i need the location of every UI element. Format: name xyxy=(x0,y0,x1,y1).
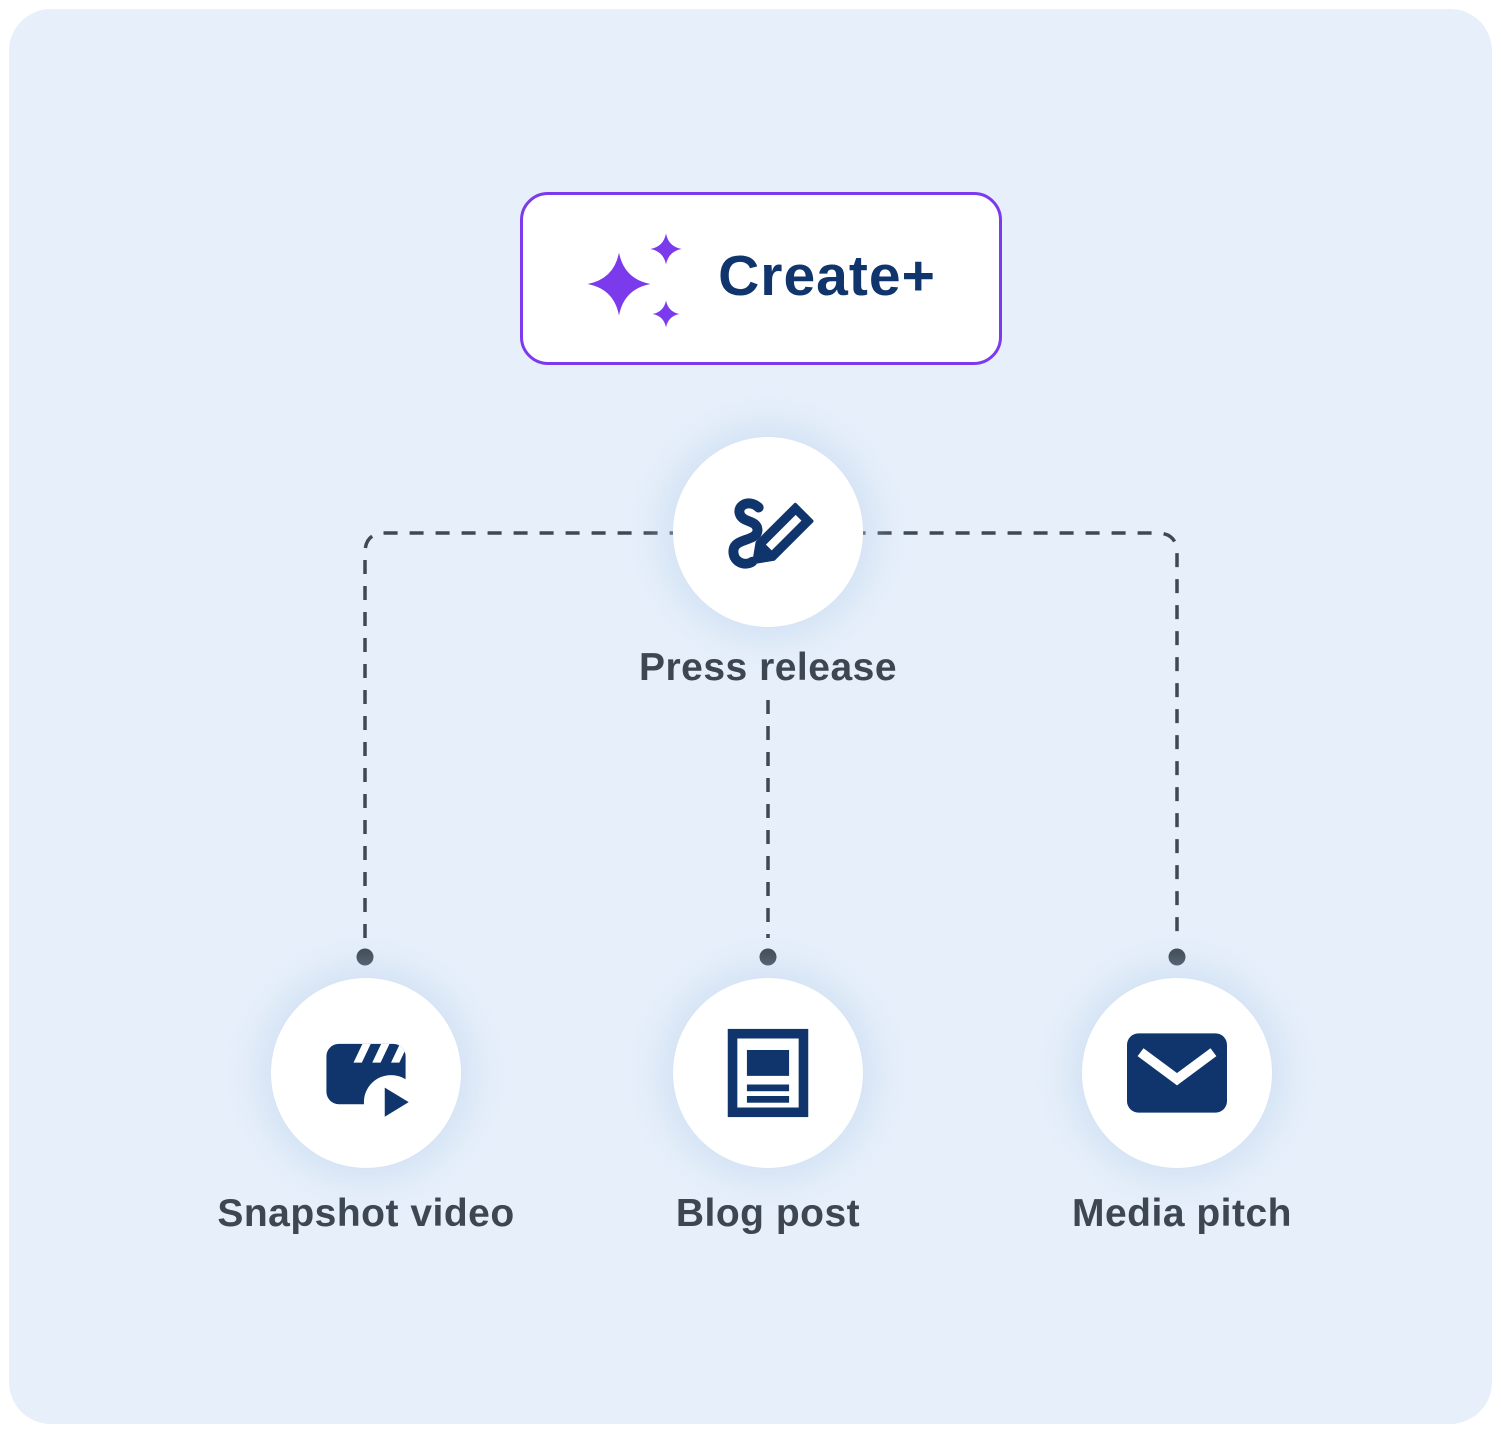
branch-connector-line xyxy=(363,531,1179,938)
node-label-press-release: Press release xyxy=(638,646,898,689)
node-snapshot-video xyxy=(271,978,461,1168)
envelope-icon xyxy=(1127,1033,1227,1113)
blog-post-icon xyxy=(727,1028,809,1118)
node-blog-post xyxy=(673,978,863,1168)
node-label-snapshot-video: Snapshot video xyxy=(217,1192,515,1235)
node-label-blog-post: Blog post xyxy=(675,1192,861,1235)
node-press-release xyxy=(673,437,863,627)
node-media-pitch xyxy=(1082,978,1272,1168)
node-label-media-pitch: Media pitch xyxy=(1071,1192,1293,1235)
connector-endpoint-dot xyxy=(356,948,374,966)
sparkles-icon xyxy=(587,233,682,327)
create-button[interactable]: Create+ xyxy=(520,192,1002,365)
pen-squiggle-icon xyxy=(728,498,814,569)
create-button-label: Create+ xyxy=(718,244,936,308)
clapperboard-play-icon xyxy=(326,1043,419,1123)
connector-endpoint-dot xyxy=(759,948,777,966)
connector-endpoint-dot xyxy=(1168,948,1186,966)
